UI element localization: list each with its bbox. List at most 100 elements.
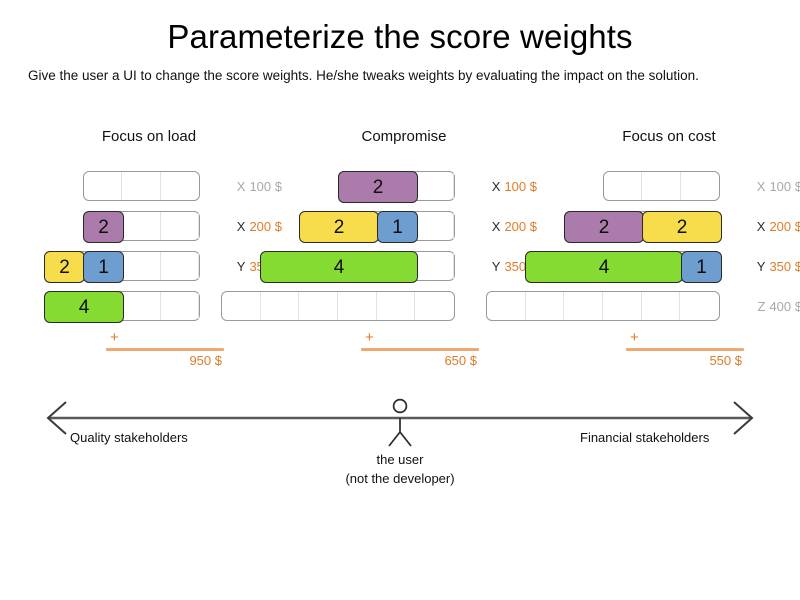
column-total: +650 $	[349, 330, 479, 368]
slider-cell[interactable]	[642, 172, 681, 200]
weight-segment[interactable]: 2	[83, 211, 124, 243]
stakeholder-axis: Quality stakeholders Financial stakehold…	[0, 388, 800, 508]
slider-cell[interactable]	[564, 292, 604, 320]
row-key: X	[756, 178, 766, 194]
weight-segment[interactable]: 2	[564, 211, 644, 243]
weight-slider[interactable]: 2	[338, 171, 455, 203]
row-price: 200 $	[504, 218, 537, 234]
total-value: 650 $	[444, 352, 477, 368]
column-title: Compromise	[361, 128, 447, 145]
slider-cell[interactable]	[416, 212, 454, 240]
slider-cell[interactable]	[261, 292, 300, 320]
slider-cell[interactable]	[122, 292, 161, 320]
weight-row: 4Z400 $	[16, 290, 282, 323]
slider-cell[interactable]	[122, 172, 161, 200]
weight-slider[interactable]: 4	[260, 251, 455, 283]
weight-segment[interactable]: 2	[44, 251, 85, 283]
weight-segment[interactable]: 2	[299, 211, 379, 243]
total-value: 550 $	[709, 352, 742, 368]
weight-segment[interactable]: 1	[681, 251, 722, 283]
slider-cell[interactable]	[680, 292, 719, 320]
persona-line-1: the user	[376, 452, 424, 467]
axis-label-left: Quality stakeholders	[70, 430, 188, 445]
slider-cell[interactable]	[161, 172, 199, 200]
column-total: +950 $	[94, 330, 224, 368]
weight-segment[interactable]: 2	[338, 171, 418, 203]
weight-slider[interactable]	[486, 291, 720, 321]
weight-slider[interactable]: 4	[44, 291, 200, 323]
row-price: 100 $	[249, 178, 282, 194]
axis-arrow-right-icon	[733, 401, 754, 435]
row-price: 200 $	[769, 218, 800, 234]
row-key: X	[491, 178, 501, 194]
total-value: 950 $	[189, 352, 222, 368]
column-title: Focus on cost	[622, 128, 716, 145]
slider-cell[interactable]	[299, 292, 339, 320]
weight-slider[interactable]	[83, 171, 200, 201]
slider-track-wrap: 4	[260, 250, 455, 283]
slider-cell[interactable]	[415, 252, 454, 280]
slider-cell[interactable]	[84, 172, 123, 200]
slider-track-wrap: 2	[338, 170, 455, 203]
row-key: Y	[236, 258, 246, 274]
stick-figure-icon	[388, 398, 412, 447]
slider-cell[interactable]	[526, 292, 565, 320]
slider-cell[interactable]	[161, 252, 199, 280]
weight-slider[interactable]	[603, 171, 720, 201]
weight-segment[interactable]: 1	[377, 211, 418, 243]
slider-cell[interactable]	[604, 172, 643, 200]
slider-cell[interactable]	[603, 292, 642, 320]
weight-slider[interactable]	[221, 291, 455, 321]
slider-cell[interactable]	[161, 292, 199, 320]
column-total: +550 $	[614, 330, 744, 368]
slider-cell[interactable]	[161, 212, 199, 240]
slider-cell[interactable]	[681, 172, 719, 200]
slider-cell[interactable]	[122, 252, 161, 280]
row-price: 400 $	[769, 298, 800, 314]
slider-cell[interactable]	[222, 292, 261, 320]
slider-cell[interactable]	[338, 292, 377, 320]
row-key: X	[236, 178, 246, 194]
slider-cell[interactable]	[416, 172, 454, 200]
slider-cell[interactable]	[377, 292, 416, 320]
weight-slider[interactable]: 2	[83, 211, 200, 243]
slider-cell[interactable]	[415, 292, 454, 320]
persona-caption: the user (not the developer)	[0, 450, 800, 488]
weight-segment[interactable]: 2	[642, 211, 722, 243]
weight-segment[interactable]: 4	[260, 251, 418, 283]
page-title: Parameterize the score weights	[167, 18, 633, 55]
weight-row: 21Y350 $	[16, 250, 282, 283]
slider-cell[interactable]	[487, 292, 526, 320]
row-key: Z	[757, 298, 766, 314]
row-key: Y	[491, 258, 501, 274]
slider-cell[interactable]	[122, 212, 161, 240]
weight-segment[interactable]: 4	[44, 291, 124, 323]
row-price: 350 $	[769, 258, 800, 274]
slider-cell[interactable]	[642, 292, 681, 320]
weight-segment[interactable]: 4	[525, 251, 683, 283]
weight-segment[interactable]: 1	[83, 251, 124, 283]
total-rule	[626, 348, 744, 351]
slider-track-wrap	[83, 170, 200, 202]
axis-label-right: Financial stakeholders	[580, 430, 710, 445]
